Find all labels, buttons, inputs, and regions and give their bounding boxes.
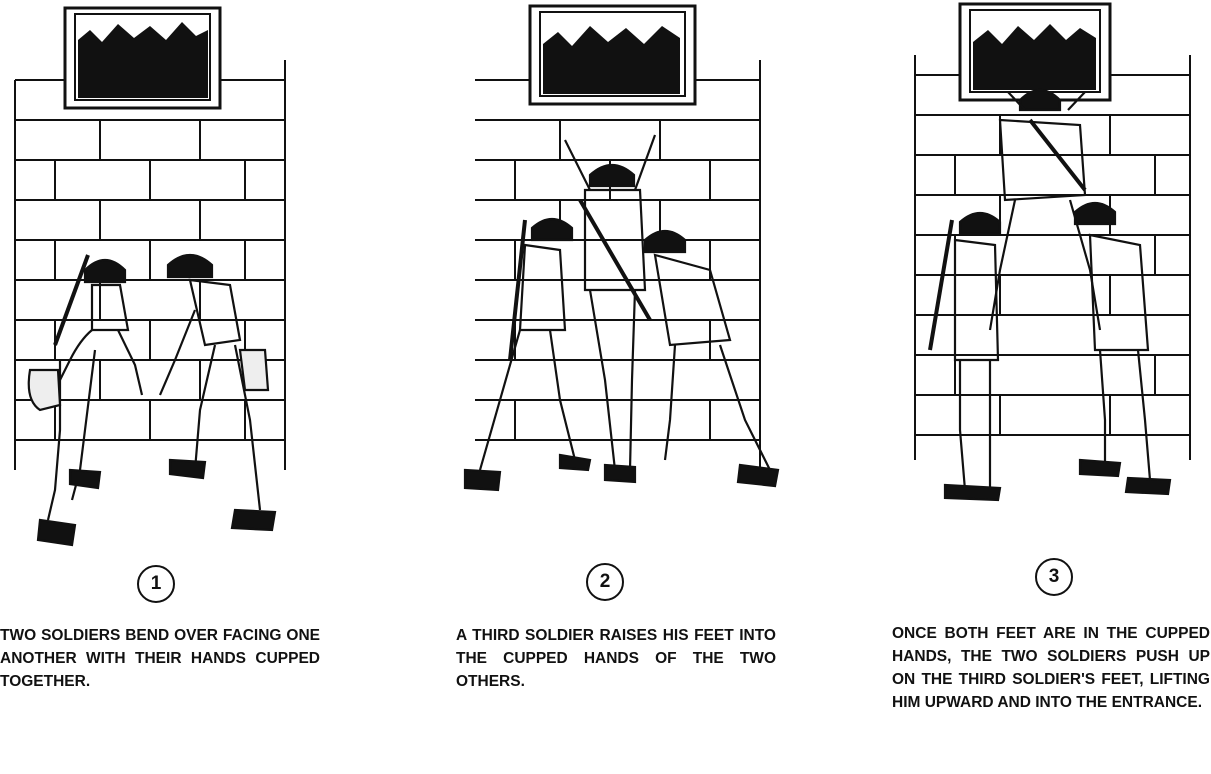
step-3-panel: 3 ONCE BOTH FEET ARE IN THE CUPPED HANDS… <box>880 0 1211 774</box>
illustration-step-1 <box>0 0 330 560</box>
step-number-badge: 1 <box>137 565 175 603</box>
step-number-badge: 2 <box>586 563 624 601</box>
step-number-badge: 3 <box>1035 558 1073 596</box>
step-1-panel: 1 TWO SOLDIERS BEND OVER FACING ONE ANOT… <box>0 0 330 774</box>
step-caption: A THIRD SOLDIER RAISES HIS FEET INTO THE… <box>456 624 776 693</box>
step-caption: ONCE BOTH FEET ARE IN THE CUPPED HANDS, … <box>892 622 1210 714</box>
step-caption: TWO SOLDIERS BEND OVER FACING ONE ANOTHE… <box>0 624 320 693</box>
step-2-panel: 2 A THIRD SOLDIER RAISES HIS FEET INTO T… <box>440 0 780 774</box>
illustration-step-3 <box>880 0 1211 555</box>
illustration-step-2 <box>440 0 780 560</box>
